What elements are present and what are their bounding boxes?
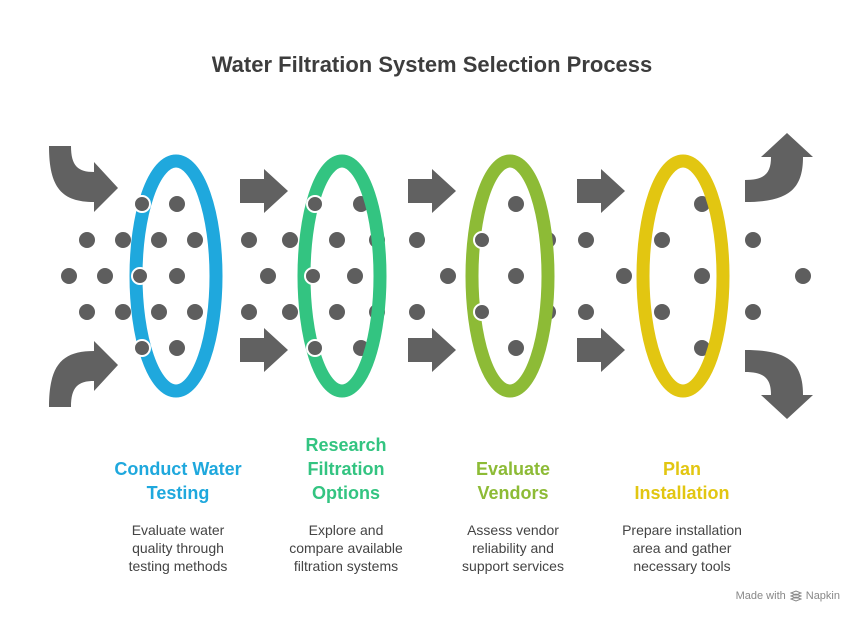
arrow-right-icon bbox=[577, 328, 625, 372]
step-2-description: Explore and compare available filtration… bbox=[289, 522, 403, 574]
curved-arrow-out-bottom-icon bbox=[745, 350, 813, 419]
step-1: Conduct Water Testing Evaluate water qua… bbox=[98, 455, 258, 575]
filter-ring-4 bbox=[636, 154, 730, 398]
flow-arrows bbox=[240, 169, 625, 372]
arrow-right-icon bbox=[240, 328, 288, 372]
curved-arrow-in-bottom-icon bbox=[49, 341, 118, 407]
step-4-description: Prepare installation area and gather nec… bbox=[622, 522, 742, 574]
diagram-title: Water Filtration System Selection Proces… bbox=[211, 52, 653, 77]
arrow-right-icon bbox=[408, 328, 456, 372]
napkin-logo-icon bbox=[789, 590, 802, 602]
curved-arrow-out-top-icon bbox=[745, 133, 813, 202]
edge-dots bbox=[131, 195, 491, 357]
step-4: Plan Installation Prepare installation a… bbox=[602, 455, 762, 575]
curved-arrows bbox=[49, 133, 813, 419]
step-2: Research Filtration Options Explore and … bbox=[266, 431, 426, 575]
made-with-napkin-footer[interactable]: Made with Napkin bbox=[736, 590, 840, 602]
step-3-title: Evaluate Vendors bbox=[475, 459, 551, 503]
step-1-title: Conduct Water Testing bbox=[114, 459, 242, 503]
made-with-label: Made with bbox=[735, 590, 786, 602]
arrow-right-icon bbox=[577, 169, 625, 213]
arrow-right-icon bbox=[240, 169, 288, 213]
step-4-title: Plan Installation bbox=[634, 459, 730, 503]
filter-ring-3 bbox=[465, 154, 555, 398]
napkin-brand-label: Napkin bbox=[805, 590, 840, 602]
step-2-title: Research Filtration Options bbox=[305, 435, 387, 503]
curved-arrow-in-top-icon bbox=[49, 146, 118, 212]
arrow-right-icon bbox=[408, 169, 456, 213]
step-3: Evaluate Vendors Assess vendor reliabili… bbox=[433, 455, 593, 575]
step-3-description: Assess vendor reliability and support se… bbox=[462, 522, 564, 574]
step-1-description: Evaluate water quality through testing m… bbox=[128, 522, 228, 574]
